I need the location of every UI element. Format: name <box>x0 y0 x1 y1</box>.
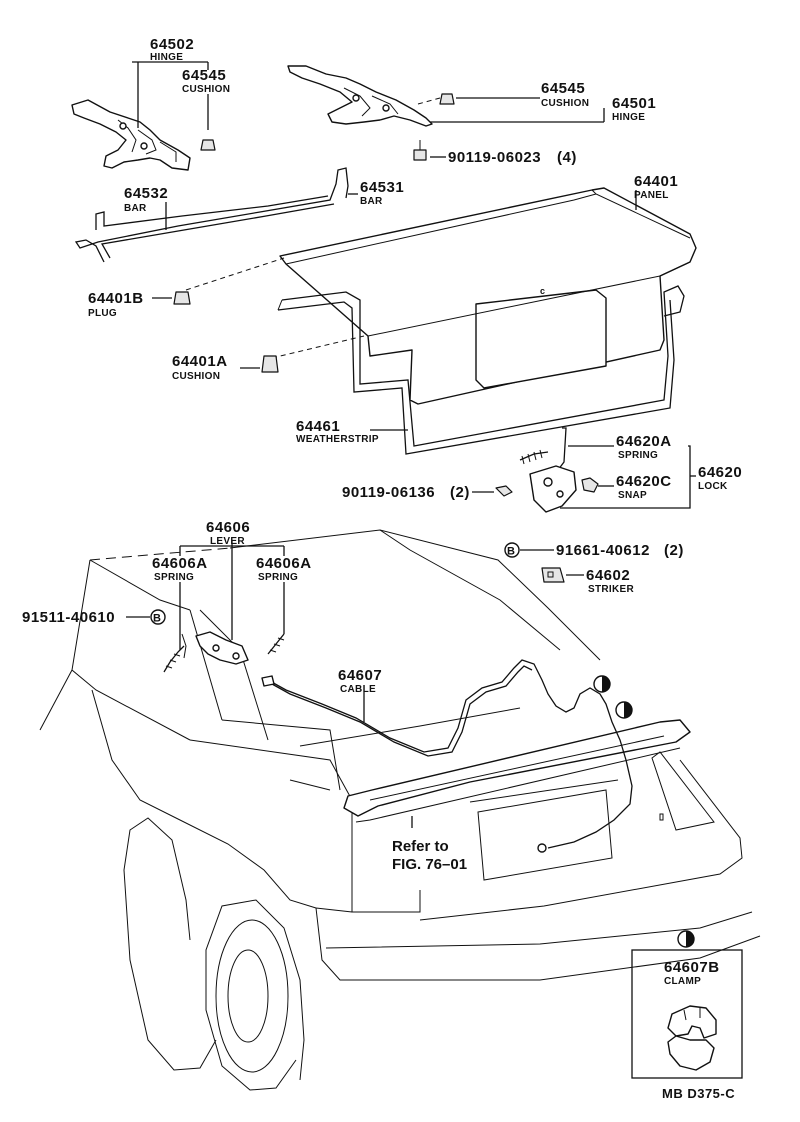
refer-line-1: Refer to <box>392 838 449 855</box>
callout-bolt-lock-qty: (2) <box>450 484 470 501</box>
striker-drawing <box>541 567 565 583</box>
lock-drawing <box>495 427 599 513</box>
refer-line-2: FIG. 76–01 <box>392 856 467 873</box>
callout-lock-spring-part: 64620A <box>616 433 672 450</box>
callout-lever-spring-b-part: 64606A <box>256 555 312 572</box>
callout-bar-lh-part: 64532 <box>124 185 168 202</box>
callout-bar-rh-name: BAR <box>360 196 383 207</box>
callout-bolt-striker-qty: (2) <box>664 542 684 559</box>
hinge-lh-drawing <box>71 99 191 171</box>
bolt-hinge-drawing <box>413 140 427 161</box>
callout-bolt-striker-part: 91661-40612 <box>556 542 650 559</box>
callout-panel-part: 64401 <box>634 173 678 190</box>
diagram-code: MB D375-C <box>662 1086 735 1101</box>
callout-lever-spring-a-part: 64606A <box>152 555 208 572</box>
callout-lock-part: 64620 <box>698 464 742 481</box>
lever-drawing <box>163 631 285 673</box>
callout-hinge-rh-name: HINGE <box>612 112 645 123</box>
callout-lever-spring-a-name: SPRING <box>154 572 194 583</box>
callout-cable-name: CABLE <box>340 684 376 695</box>
callout-weatherstrip-name: WEATHERSTRIP <box>296 434 379 445</box>
callout-cushion-rh-part: 64545 <box>541 80 585 97</box>
callout-lever-spring-b-name: SPRING <box>258 572 298 583</box>
callout-cushion-lh-part: 64545 <box>182 67 226 84</box>
callout-lock-spring-name: SPRING <box>618 450 658 461</box>
cushion-lh-drawing <box>200 139 216 151</box>
callout-lever-name: LEVER <box>210 536 245 547</box>
hinge-rh-drawing <box>287 65 433 127</box>
callout-hinge-lh-name: HINGE <box>150 52 183 63</box>
b-marker-lever: B <box>150 609 166 625</box>
clamp-drawing <box>667 1005 717 1071</box>
clamp-marker-2 <box>615 701 633 719</box>
callout-plug-part: 64401B <box>88 290 144 307</box>
svg-text:B: B <box>507 546 515 558</box>
plug-drawing <box>173 291 191 305</box>
callout-lock-snap-name: SNAP <box>618 490 647 501</box>
callout-weatherstrip-part: 64461 <box>296 418 340 435</box>
weatherstrip-drawing <box>277 285 685 455</box>
callout-cushion-panel-part: 64401A <box>172 353 228 370</box>
torsion-bars-drawing <box>74 167 349 263</box>
callout-clamp-name: CLAMP <box>664 976 701 987</box>
callout-bolt-lock-part: 90119-06136 <box>342 484 435 501</box>
clamp-inset-frame <box>631 949 743 1079</box>
panel-cushion-drawing <box>261 355 279 373</box>
clamp-marker-1 <box>593 675 611 693</box>
clamp-marker-inset <box>677 930 695 948</box>
b-marker-striker: B <box>504 542 520 558</box>
panel-emblem-mark: c <box>540 286 545 296</box>
callout-cushion-lh-name: CUSHION <box>182 84 230 95</box>
trunk-panel-drawing: c <box>279 187 697 405</box>
callout-plug-name: PLUG <box>88 308 117 319</box>
callout-clamp-part: 64607B <box>664 959 720 976</box>
callout-hinge-lh-part: 64502 <box>150 36 194 53</box>
callout-lever-part: 64606 <box>206 519 250 536</box>
callout-bar-lh-name: BAR <box>124 203 147 214</box>
callout-bar-rh-part: 64531 <box>360 179 404 196</box>
callout-cable-part: 64607 <box>338 667 382 684</box>
callout-striker-part: 64602 <box>586 567 630 584</box>
callout-cushion-panel-name: CUSHION <box>172 371 220 382</box>
cushion-rh-drawing <box>439 93 455 105</box>
svg-text:B: B <box>153 613 161 625</box>
callout-panel-name: PANEL <box>634 190 669 201</box>
callout-bolt-hinge-qty: (4) <box>557 149 577 166</box>
callout-striker-name: STRIKER <box>588 584 634 595</box>
callout-lock-name: LOCK <box>698 481 728 492</box>
callout-lock-snap-part: 64620C <box>616 473 672 490</box>
callout-hinge-rh-part: 64501 <box>612 95 656 112</box>
callout-cushion-rh-name: CUSHION <box>541 98 589 109</box>
callout-bolt-lever-part: 91511-40610 <box>22 609 115 626</box>
car-body-drawing <box>39 529 761 1091</box>
callout-bolt-hinge-part: 90119-06023 <box>448 149 541 166</box>
cable-drawing <box>261 659 633 853</box>
